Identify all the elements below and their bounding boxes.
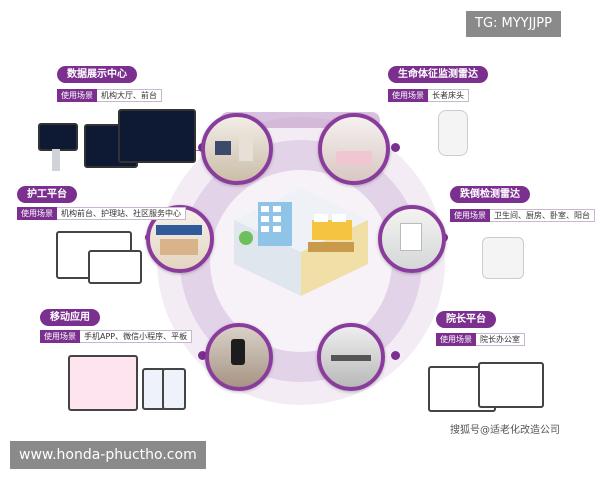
scene-fall-radar: 使用场景 卫生间、厨房、卧室、阳台 xyxy=(450,209,595,222)
scene-tag: 使用场景 xyxy=(17,207,57,220)
scene-value: 长者床头 xyxy=(428,89,469,102)
photo-office xyxy=(317,323,385,391)
director-laptop-2 xyxy=(478,362,544,408)
smart-building-illustration xyxy=(234,188,368,296)
module-title-mobile: 移动应用 xyxy=(40,309,100,326)
dashboard-kiosk xyxy=(38,123,78,151)
scene-nursing: 使用场景 机构前台、护理站、社区服务中心 xyxy=(17,207,186,220)
scene-tag: 使用场景 xyxy=(40,330,80,343)
photo-mobile-app xyxy=(205,323,273,391)
scene-value: 卫生间、厨房、卧室、阳台 xyxy=(490,209,595,222)
mobile-tablet xyxy=(68,355,138,411)
dashboard-large-screen xyxy=(118,109,196,163)
scene-data-display: 使用场景 机构大厅、前台 xyxy=(57,89,162,102)
fall-radar-device xyxy=(482,237,524,279)
vital-radar-device xyxy=(438,110,468,156)
scene-director: 使用场景 院长办公室 xyxy=(436,333,525,346)
sohu-credit: 搜狐号@适老化改造公司 xyxy=(450,425,560,436)
scene-value: 手机APP、微信小程序、平板 xyxy=(80,330,193,343)
connector-dot xyxy=(198,351,207,360)
scene-value: 机构大厅、前台 xyxy=(97,89,162,102)
scene-value: 机构前台、护理站、社区服务中心 xyxy=(57,207,186,220)
watermark-bottom: www.honda-phuctho.com xyxy=(10,441,206,469)
scene-tag: 使用场景 xyxy=(57,89,97,102)
module-title-data-display: 数据展示中心 xyxy=(57,66,137,83)
watermark-top: TG: MYYJJPP xyxy=(466,11,561,37)
connector-dot xyxy=(391,143,400,152)
scene-tag: 使用场景 xyxy=(436,333,476,346)
module-title-nursing: 护工平台 xyxy=(17,186,77,203)
connector-dot xyxy=(391,351,400,360)
kiosk-stand xyxy=(52,149,60,171)
scene-vital-radar: 使用场景 长者床头 xyxy=(388,89,469,102)
photo-bathroom xyxy=(378,205,446,273)
scene-tag: 使用场景 xyxy=(450,209,490,222)
mobile-phone-2 xyxy=(162,368,186,410)
scene-mobile: 使用场景 手机APP、微信小程序、平板 xyxy=(40,330,193,343)
module-title-vital-radar: 生命体征监测雷达 xyxy=(388,66,488,83)
module-title-director: 院长平台 xyxy=(436,311,496,328)
module-title-fall-radar: 跌倒检测雷达 xyxy=(450,186,530,203)
scene-value: 院长办公室 xyxy=(476,333,525,346)
photo-bedroom xyxy=(318,113,390,185)
scene-tag: 使用场景 xyxy=(388,89,428,102)
photo-lobby xyxy=(201,113,273,185)
nursing-laptop-2 xyxy=(88,250,142,284)
